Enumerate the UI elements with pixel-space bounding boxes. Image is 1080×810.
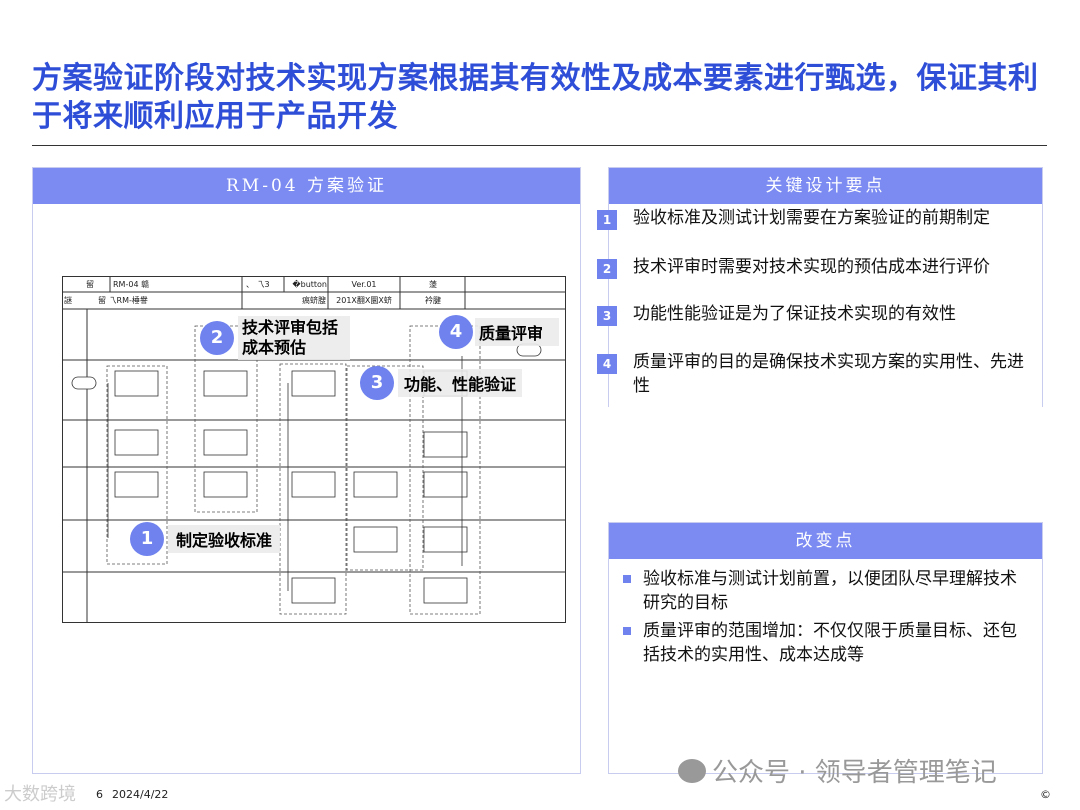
change-item: 质量评审的范围增加：不仅仅限于质量目标、还包括技术的实用性、成本达成等	[623, 619, 1033, 667]
key-points-header: 关键设计要点	[609, 168, 1042, 204]
changes-header: 改变点	[609, 523, 1042, 559]
change-item: 验收标准与测试计划前置，以便团队尽早理解技术研究的目标	[623, 567, 1033, 615]
page-number: 6	[96, 788, 103, 801]
number-badge: 1	[597, 210, 617, 230]
key-point-item: 3 功能性能验证是为了保证技术实现的有效性	[597, 302, 1033, 326]
flow-box	[423, 526, 468, 553]
flow-box	[291, 370, 336, 397]
changes-panel: 改变点 验收标准与测试计划前置，以便团队尽早理解技术研究的目标 质量评审的范围增…	[608, 522, 1043, 774]
flow-box	[203, 471, 248, 498]
page-title: 方案验证阶段对技术实现方案根据其有效性及成本要素进行甄选，保证其利于将来顺利应用…	[32, 61, 1039, 134]
copyright: ©	[1040, 788, 1051, 801]
header-cell: �button	[292, 280, 327, 289]
bullet-icon	[623, 575, 631, 583]
diagram-header-table: 留 RM-04 赣 、 乁3 �button Ver.01 蔆 謎 留 乁RM-…	[62, 276, 566, 309]
key-point-text: 技术评审时需要对技术实现的预估成本进行评价	[633, 257, 990, 277]
callout-badge: 2	[200, 321, 234, 355]
callout-1: 1 制定验收标准	[130, 522, 281, 556]
key-point-text: 验收标准及测试计划需要在方案验证的前期制定	[633, 208, 990, 228]
number-badge: 3	[597, 306, 617, 326]
header-cell: 瘑蛴膄	[302, 296, 326, 305]
key-point-text: 质量评审的目的是确保技术实现方案的实用性、先进性	[633, 352, 1024, 396]
flow-box	[114, 370, 159, 397]
flow-panel: RM-04 方案验证	[32, 167, 581, 774]
header-cell: 謎	[64, 296, 72, 305]
flow-box	[423, 471, 468, 498]
flow-box	[291, 577, 336, 604]
flow-start	[71, 376, 97, 390]
callout-badge: 4	[439, 315, 473, 349]
callout-2: 2 技术评审包括成本预估	[200, 316, 350, 360]
title-divider	[32, 145, 1047, 146]
callout-text: 制定验收标准	[168, 525, 281, 553]
change-text: 质量评审的范围增加：不仅仅限于质量目标、还包括技术的实用性、成本达成等	[643, 621, 1017, 665]
flow-box	[353, 526, 398, 553]
number-badge: 2	[597, 259, 617, 279]
header-cell: 、 乁3	[246, 280, 270, 289]
key-point-item: 2 技术评审时需要对技术实现的预估成本进行评价	[597, 255, 1033, 279]
header-cell: 留 乁RM-棰譽	[98, 296, 148, 305]
callout-3: 3 功能、性能验证	[360, 366, 523, 400]
key-point-item: 1 验收标准及测试计划需要在方案验证的前期制定	[597, 206, 1033, 230]
header-cell: 留	[86, 280, 94, 289]
callout-text: 功能、性能验证	[398, 369, 523, 397]
footer-date: 2024/4/22	[112, 788, 169, 801]
flow-box	[423, 431, 468, 458]
flow-box	[203, 370, 248, 397]
callout-badge: 1	[130, 522, 164, 556]
flow-box	[114, 429, 159, 456]
header-cell: 201X翻X圜X蛴	[336, 296, 392, 305]
flow-box	[291, 471, 336, 498]
key-point-text: 功能性能验证是为了保证技术实现的有效性	[633, 304, 956, 324]
change-text: 验收标准与测试计划前置，以便团队尽早理解技术研究的目标	[643, 569, 1017, 613]
key-point-item: 4 质量评审的目的是确保技术实现方案的实用性、先进性	[597, 350, 1033, 398]
flow-box	[353, 471, 398, 498]
header-cell: 衿腱	[425, 296, 441, 305]
watermark-logo: 大数跨境	[4, 784, 76, 805]
header-cell: Ver.01	[351, 280, 377, 289]
watermark-text: 公众号 · 领导者管理笔记	[712, 758, 997, 788]
watermark: 公众号 · 领导者管理笔记	[678, 752, 997, 789]
flow-box	[423, 577, 468, 604]
header-cell: 蔆	[429, 280, 437, 289]
flow-box	[114, 471, 159, 498]
wechat-icon	[678, 758, 706, 783]
callout-badge: 3	[360, 366, 394, 400]
callout-text: 质量评审	[475, 318, 560, 346]
flow-panel-header: RM-04 方案验证	[33, 168, 580, 204]
key-points-panel: 关键设计要点	[608, 167, 1043, 407]
callout-text: 技术评审包括成本预估	[238, 316, 350, 360]
bullet-icon	[623, 627, 631, 635]
flow-box	[203, 429, 248, 456]
header-cell: RM-04 赣	[113, 280, 150, 289]
number-badge: 4	[597, 354, 617, 374]
callout-4: 4 质量评审	[439, 315, 560, 349]
